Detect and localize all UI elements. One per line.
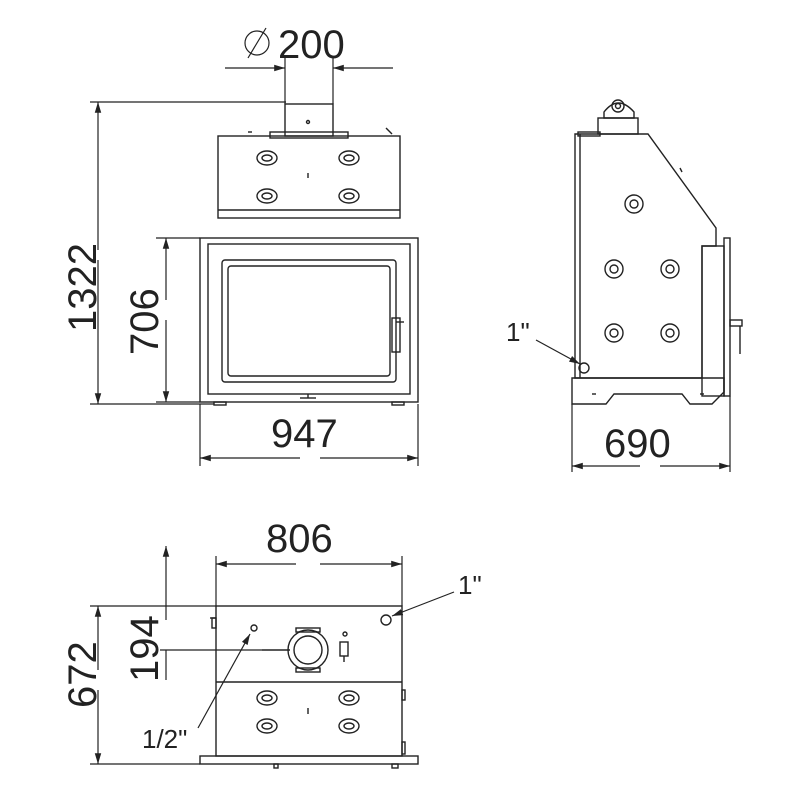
front-view — [199, 103, 419, 406]
side-base — [571, 377, 725, 405]
dim-top-depth: 672 — [61, 641, 105, 708]
front-upper-body — [217, 135, 401, 219]
label-top-connection: 1" — [458, 570, 482, 600]
dim-top-width: 806 — [266, 517, 333, 561]
side-dimensions — [535, 339, 731, 472]
dim-top-offset: 194 — [123, 615, 167, 682]
lifting-eye — [611, 99, 625, 113]
side-door-handle — [729, 319, 743, 327]
front-dimensions — [90, 27, 419, 466]
front-air-vents — [256, 150, 360, 204]
diameter-symbol — [244, 30, 270, 56]
glass-door — [221, 259, 397, 383]
dim-front-width: 947 — [271, 412, 338, 456]
side-view — [571, 99, 743, 405]
side-body — [574, 133, 717, 379]
side-connection-1-inch — [578, 362, 590, 374]
door-frame — [199, 237, 419, 403]
dim-flue-diameter: 200 — [278, 23, 345, 67]
top-view — [199, 605, 419, 769]
dim-door-height: 706 — [123, 288, 167, 355]
side-air-vents — [604, 194, 680, 343]
top-dimensions — [90, 546, 455, 765]
dim-total-height: 1322 — [61, 243, 105, 332]
dim-side-depth: 690 — [604, 422, 671, 466]
top-connection-half-inch — [250, 624, 258, 632]
label-side-connection: 1" — [506, 317, 530, 347]
top-connection-1-inch — [380, 614, 392, 626]
top-front-plate — [199, 755, 419, 765]
door-handle — [391, 317, 401, 353]
label-top-small-connection: 1/2" — [142, 724, 187, 754]
top-air-vents — [256, 690, 360, 734]
flue-pipe — [284, 103, 334, 137]
